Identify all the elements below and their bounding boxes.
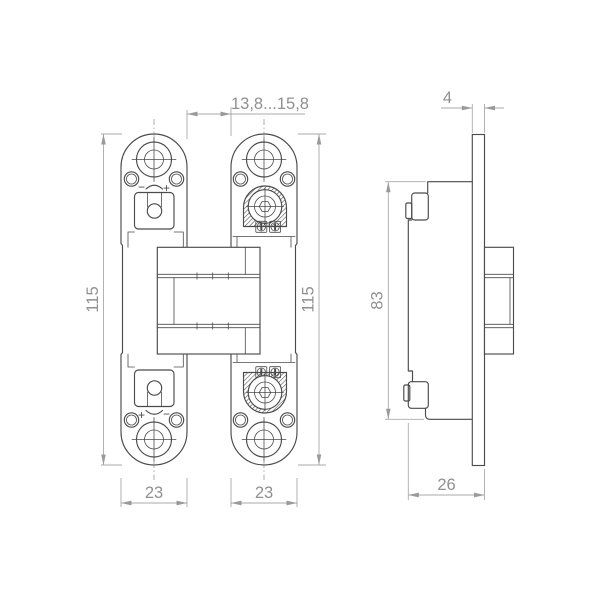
anchor-hole-left-b-outer: [123, 412, 140, 428]
arrow-right: [474, 492, 485, 498]
arrow-right: [176, 500, 187, 506]
link-body-outline: [156, 246, 261, 355]
arrow-left: [121, 500, 132, 506]
adjust-plus-bottom: +: [138, 408, 145, 422]
clamp-screw-top-left: [256, 222, 266, 232]
anchor-hole2-left-inner: [235, 173, 246, 185]
hinge-arm-block: [483, 246, 515, 355]
body-bottom-profile: [424, 407, 473, 420]
adjust-pocket-top: [133, 191, 175, 230]
dimension-width-left-wing: 23: [120, 478, 188, 507]
dim-label-width-left: 23: [145, 484, 163, 502]
arrow-right: [461, 105, 473, 111]
anchor-hole-right-b-outer: [168, 412, 185, 428]
clamp-screw-top-left-frame: [255, 220, 268, 233]
dimension-gap: 13,8...15,8: [186, 95, 309, 139]
dimension-total-depth: 26: [407, 423, 485, 500]
link-inner-verticals: [173, 246, 246, 355]
body-left-edge: [407, 219, 414, 383]
dimension-width-right-wing: 23: [230, 478, 298, 507]
arm-block-band-lines: [484, 273, 514, 329]
arrow-left: [187, 111, 198, 117]
wing-outline-left-edge: [120, 166, 124, 433]
dim-label-width-right: 23: [255, 484, 273, 502]
adjust-rocker-bottom: [145, 409, 164, 415]
arrow-up: [101, 134, 106, 145]
arrow-down: [316, 454, 322, 465]
clamp-screw-top-right-frame: [269, 220, 282, 233]
anchor-hole2-right-b-inner: [282, 414, 293, 426]
link-band-lines: [156, 273, 261, 329]
anchor-hole2-right-outer: [279, 171, 296, 187]
anchor-hole2-left-b-outer: [232, 412, 249, 428]
wing2-outline-right-edge: [294, 166, 298, 433]
arrow-up: [316, 134, 322, 145]
anchor-hole2-left-outer: [232, 171, 249, 187]
pocket-step-lines-bottom: [127, 353, 184, 368]
body-top-nub: [405, 202, 413, 220]
hinge-link-body: [156, 246, 261, 355]
arrow-left: [231, 500, 242, 506]
dim-label-plate: 4: [443, 89, 452, 107]
arrow-right: [220, 111, 231, 117]
body-top-boss: [411, 192, 429, 221]
anchor-hole-right-outer: [168, 171, 185, 187]
anchor-hole-left-b-inner: [126, 414, 137, 426]
arrow-left: [408, 492, 419, 498]
face-plate: [471, 133, 486, 467]
adjust-pocket-bottom: [133, 369, 175, 408]
dimension-plate-thickness: 4: [441, 89, 504, 133]
adjust-minus-bottom: −: [163, 407, 170, 421]
anchor-hole-left-inner: [126, 173, 137, 185]
anchor-hole2-left-b-inner: [235, 414, 246, 426]
anchor-hole-right-b-inner: [171, 414, 182, 426]
dimension-body-height: 83: [369, 181, 426, 420]
frame-wing-front-view: − + + −: [120, 119, 188, 480]
pocket-pin-bottom: [146, 380, 163, 396]
anchor-hole-left-outer: [123, 171, 140, 187]
body-top-profile: [427, 181, 473, 194]
dim-label-body-height: 83: [369, 291, 387, 309]
wing2-step-lines-top: [232, 236, 296, 248]
adjust-minus-top: −: [138, 180, 145, 194]
arrow-down: [386, 408, 391, 420]
pocket-pin-top: [146, 203, 163, 219]
clamp-screw-top-right: [270, 222, 280, 232]
body-bottom-nub: [403, 384, 411, 402]
adjust-plus-top: +: [163, 181, 170, 195]
body-bottom-boss: [407, 381, 429, 409]
arrow-down: [101, 454, 106, 465]
arrow-right: [286, 500, 297, 506]
link-tick-marks: [196, 272, 229, 330]
side-view: [403, 133, 515, 467]
anchor-hole2-right-b-outer: [279, 412, 296, 428]
anchor-hole-right-inner: [171, 173, 182, 185]
wing2-step-lines-bottom: [232, 353, 296, 363]
dim-label-depth: 26: [437, 476, 455, 494]
dimension-height-left: 115: [84, 133, 122, 466]
arrow-left: [484, 105, 495, 111]
dim-label-height-left: 115: [84, 286, 102, 312]
adjust-rocker-top: [145, 184, 164, 190]
pocket-step-lines-top: [127, 231, 184, 248]
dim-label-height-right: 115: [300, 286, 318, 312]
arrow-up: [386, 181, 391, 193]
dimension-height-right: 115: [298, 133, 326, 466]
anchor-hole2-right-inner: [282, 173, 293, 185]
dim-label-gap: 13,8...15,8: [231, 95, 309, 113]
door-wing-front-view: [230, 119, 298, 480]
